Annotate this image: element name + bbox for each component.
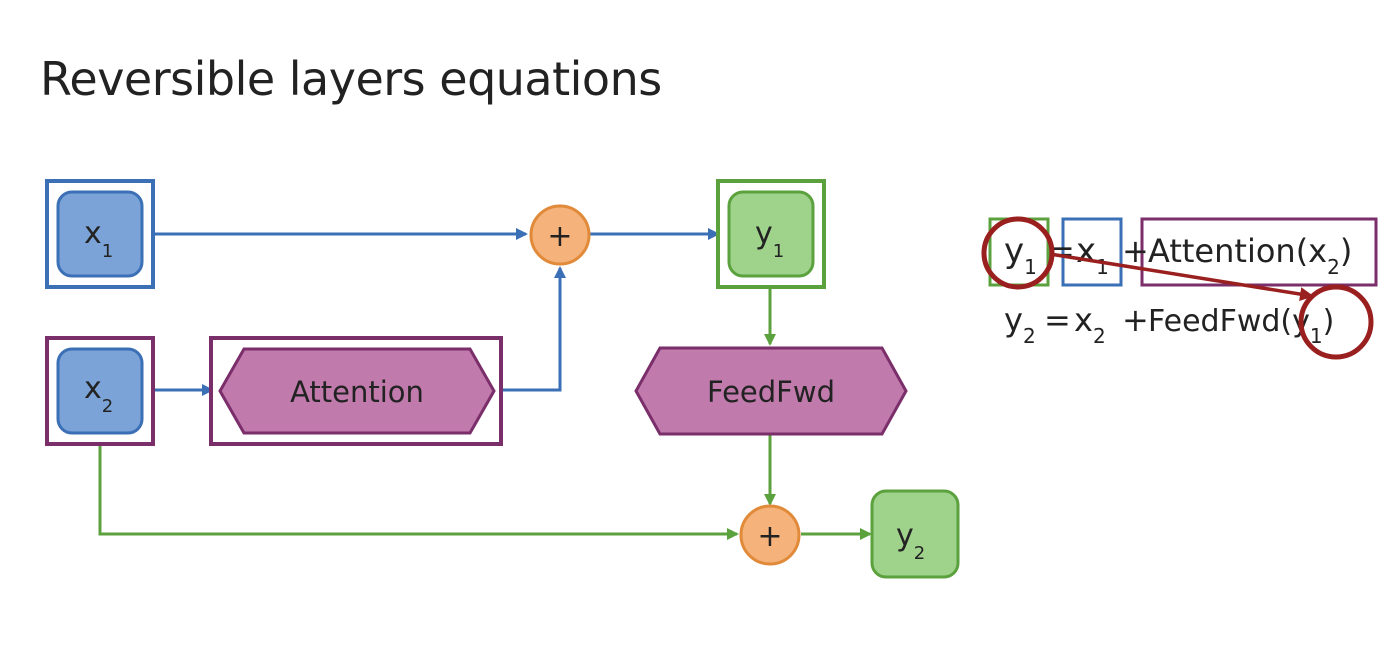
eq2-y-label: y [1004,301,1023,339]
substitution-arrow [1049,252,1314,302]
x2-node: x2 [45,336,155,446]
x1-subscript: 1 [102,241,113,262]
feedfwd-block: FeedFwd [634,346,908,436]
svg-text:y2: y2 [1004,301,1036,348]
y1-node: y1 [716,179,826,289]
eq2-x-sub: 2 [1093,324,1106,348]
x1-node: x1 [45,179,155,289]
eq1-y-label: y [1004,231,1024,271]
plus-top-label: + [547,219,572,254]
eq1-plus: + [1122,232,1149,270]
eq1-func-sub: 2 [1327,255,1340,279]
attention-label: Attention [290,375,424,409]
eq2-y-sub: 2 [1023,324,1036,348]
eq2-func-sub: 1 [1310,324,1323,348]
eq1-y-sub: 1 [1024,255,1037,279]
plus-bottom-label: + [757,519,782,554]
y2-label: y [896,518,914,553]
y2-node: y2 [870,489,960,579]
x2-label: x [84,371,102,406]
svg-text:FeedFwd(y1): FeedFwd(y1) [1148,304,1334,348]
eq1-func-close: ) [1340,232,1352,270]
svg-text:Attention(x2): Attention(x2) [1148,232,1352,279]
eq2-func-close: ) [1323,304,1335,339]
plus-node-top: + [529,204,591,266]
arrow-x2-to-plus [98,432,739,540]
eq1-func: Attention(x [1148,232,1327,270]
arrow-attention-to-plus [496,266,566,392]
attention-block: Attention [209,336,503,446]
svg-text:x2: x2 [84,371,113,417]
eq1-x-sub: 1 [1096,255,1109,279]
svg-text:y2: y2 [896,518,925,564]
feedfwd-label: FeedFwd [707,375,835,409]
svg-text:y1: y1 [755,216,784,262]
eq1-x-label: x [1076,231,1096,271]
y2-subscript: 2 [914,543,925,564]
eq2-func: FeedFwd(y [1148,304,1310,339]
svg-text:y1: y1 [1004,231,1037,279]
y1-subscript: 1 [773,241,784,262]
eq2-plus: + [1122,301,1149,339]
slide-title: Reversible layers equations [40,52,662,106]
svg-text:x1: x1 [84,216,113,262]
eq2-x-label: x [1074,301,1093,339]
x1-label: x [84,216,102,251]
plus-node-bottom: + [739,504,801,566]
y1-label: y [755,216,773,251]
equation-2: y2 = x2 + FeedFwd(y1) [1004,301,1334,348]
svg-text:x2: x2 [1074,301,1106,348]
eq2-equals: = [1044,301,1071,339]
x2-subscript: 2 [102,396,113,417]
highlight-circle-y1-eq2 [1298,284,1374,360]
